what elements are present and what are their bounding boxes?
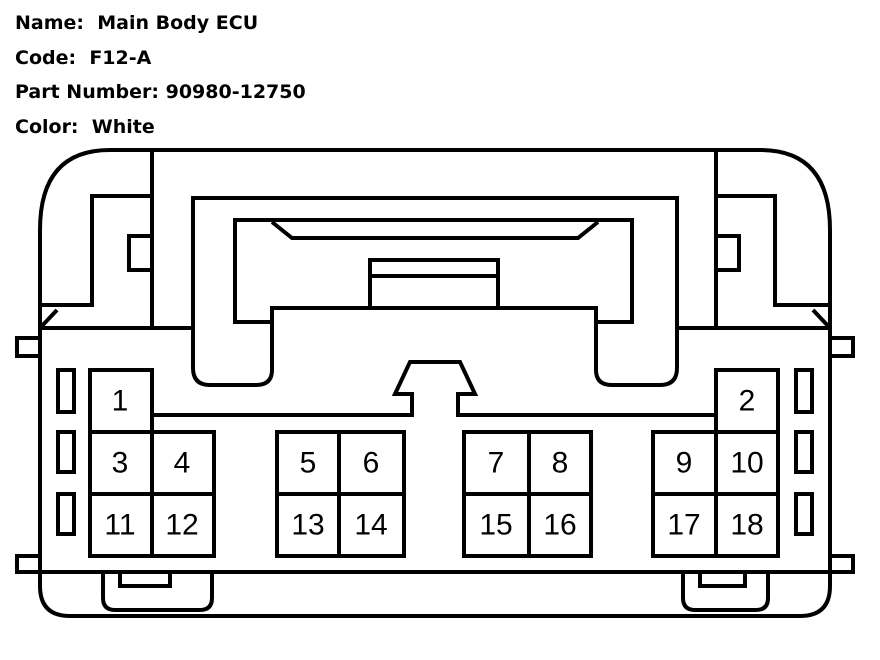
left-chamfer [38,308,59,330]
pin-label-12: 12 [165,509,198,542]
right-slot-2 [794,430,814,474]
left-slot-3 [56,492,76,536]
left-side-window [127,234,154,272]
latch-center-tab [368,258,500,308]
right-slot-3 [794,492,814,536]
right-mount-tab [828,336,855,358]
pin-cavity-18 [714,492,780,558]
latch-window-ridge [270,220,600,240]
part-number-row: Part Number: 90980-12750 [15,75,306,110]
connector-name: Main Body ECU [97,12,259,34]
connector-code: F12-A [89,46,152,69]
pin-label-15: 15 [479,509,512,542]
connector-outline [38,148,832,618]
pin-label-18: 18 [730,509,763,542]
connector-info: Name: Main Body ECU Code: F12-A Part Num… [15,6,306,144]
right-bottom-clip [681,572,770,612]
pin-label-8: 8 [552,447,569,480]
pin-label-1: 1 [112,385,129,418]
right-lower-tab [828,554,855,574]
left-mount-tab [15,336,42,358]
locking-latch [191,196,679,387]
right-slot-1 [794,368,814,414]
pin-label-11: 11 [104,509,135,542]
color-row: Color: White [15,110,306,145]
code-row: Code: F12-A [15,41,306,76]
pin-label-7: 7 [488,447,505,480]
right-bottom-clip-inner [698,572,747,588]
pin-label-17: 17 [667,509,700,542]
right-chamfer [811,308,832,330]
pin-label-4: 4 [174,447,191,480]
pin-cavity-12 [150,492,216,558]
left-slot-2 [56,430,76,474]
right-side-rib [716,194,830,307]
left-slot-1 [56,368,76,414]
left-side-rib [40,194,152,307]
pin-label-3: 3 [112,447,129,480]
name-label: Name: [15,12,85,34]
pin-label-10: 10 [730,447,763,480]
pin-label-13: 13 [291,509,324,542]
code-label: Code: [15,46,77,69]
pin-label-5: 5 [300,447,317,480]
pin-cavity-16 [527,492,593,558]
name-row: Name: Main Body ECU [15,6,306,41]
pin-label-6: 6 [363,447,380,480]
connector-color: White [91,115,155,138]
pin-label-14: 14 [354,509,387,542]
pin-label-16: 16 [543,509,576,542]
pin-label-2: 2 [739,385,756,418]
pin-label-9: 9 [676,447,693,480]
right-side-window [714,234,741,272]
color-label: Color: [15,115,79,138]
left-bottom-clip-inner [118,572,172,588]
left-lower-tab [15,554,42,574]
polarizing-key [152,360,716,417]
latch-inner-window [233,218,634,324]
pin-cavity-14 [337,492,406,558]
part-number: 90980-12750 [165,81,306,103]
part-number-label: Part Number: [15,81,159,103]
left-bottom-clip [101,572,214,612]
